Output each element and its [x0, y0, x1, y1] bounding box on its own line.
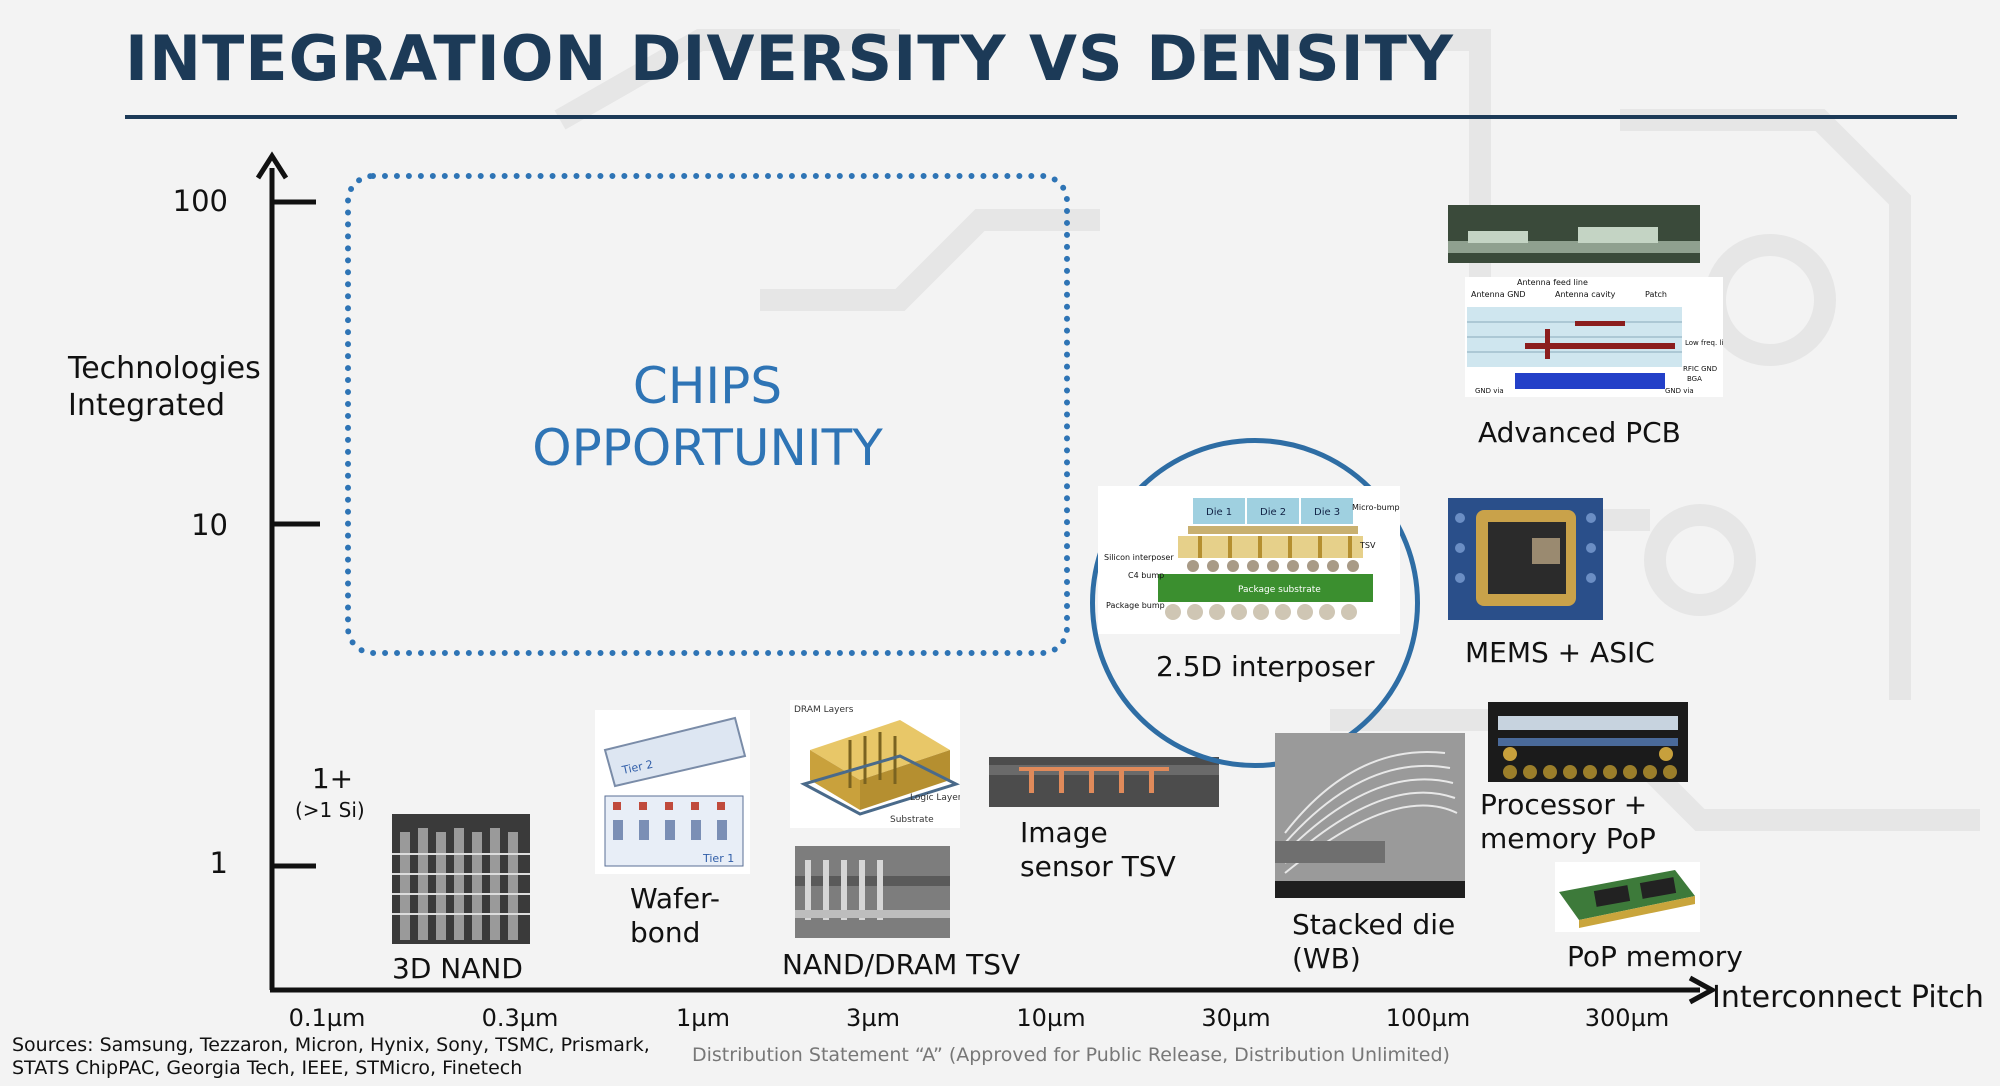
tech-label-advanced-pcb: Advanced PCB — [1478, 416, 1681, 449]
page-title: INTEGRATION DIVERSITY VS DENSITY — [125, 22, 1454, 95]
stacked-die-line2: (WB) — [1292, 942, 1361, 975]
chips-opportunity-region — [345, 173, 1070, 656]
tech-label-stacked-die: Stacked die (WB) — [1292, 908, 1455, 976]
pcb-label-feed: Antenna feed line — [1517, 278, 1588, 287]
nand-dram-tsv-image — [795, 846, 950, 938]
interposer-label-tsv: TSV — [1359, 541, 1376, 550]
x-axis-arrowhead — [1688, 975, 1718, 1005]
x-tick-label: 0.3µm — [481, 1004, 559, 1032]
y-tick-label-1: 1 — [209, 846, 228, 880]
tech-label-image-sensor-tsv: Image sensor TSV — [1020, 816, 1176, 884]
y-tick-label-100: 100 — [172, 184, 228, 218]
pcb-label-bga: BGA — [1687, 375, 1702, 383]
sources-footnote: Sources: Samsung, Tezzaron, Micron, Hyni… — [12, 1034, 650, 1079]
tech-label-2-5d-interposer: 2.5D interposer — [1156, 650, 1375, 683]
pcb-label-gndvia-left: GND via — [1475, 387, 1504, 395]
y-note-sub: (>1 Si) — [295, 798, 365, 822]
image-sensor-tsv-image — [989, 757, 1219, 807]
x-tick-label: 3µm — [846, 1004, 900, 1032]
advanced-pcb-diagram: Antenna feed line Antenna GND Antenna ca… — [1465, 277, 1723, 397]
dram-label-substrate: Substrate — [890, 815, 934, 825]
image-sensor-line1: Image — [1020, 816, 1108, 849]
pcb-label-patch: Patch — [1645, 290, 1667, 299]
interposer-label-microbump: Micro-bump — [1352, 503, 1400, 512]
stacked-die-line1: Stacked die — [1292, 908, 1456, 941]
processor-pop-image — [1488, 702, 1688, 782]
tech-label-mems-asic: MEMS + ASIC — [1465, 636, 1655, 669]
tech-label-wafer-bond: Wafer- bond — [630, 882, 720, 950]
region-label-line1: CHIPS — [632, 357, 783, 415]
title-rule — [125, 115, 1957, 119]
y-tick-label-10: 10 — [191, 508, 228, 542]
pcb-label-gndvia-right: GND via — [1665, 387, 1694, 395]
pcb-label-lowfreq: Low freq. line — [1685, 339, 1723, 347]
advanced-pcb-photo — [1448, 205, 1700, 263]
region-label-line2: OPPORTUNITY — [532, 419, 883, 477]
interposer-image: Die 1 Die 2 Die 3 Package substrate Micr… — [1098, 486, 1400, 634]
processor-pop-line2: memory PoP — [1480, 822, 1656, 855]
pcb-label-cavity: Antenna cavity — [1555, 290, 1616, 299]
wafer-bond-image: Tier 2 Tier 1 — [595, 710, 750, 874]
tech-label-nand-dram-tsv: NAND/DRAM TSV — [782, 948, 1021, 981]
dram-label-logic: Logic Layer — [910, 793, 960, 803]
pcb-label-antgnd: Antenna GND — [1471, 290, 1526, 299]
tech-label-processor-pop: Processor + memory PoP — [1480, 788, 1656, 856]
interposer-label-die1: Die 1 — [1206, 507, 1232, 518]
dram-stack-image: DRAM Layers Logic Layer Substrate — [790, 700, 960, 828]
dram-label-layers: DRAM Layers — [794, 705, 854, 715]
interposer-label-die2: Die 2 — [1260, 507, 1286, 518]
x-tick-label: 1µm — [676, 1004, 730, 1032]
highlight-circle — [1090, 438, 1420, 768]
tech-label-pop-memory: PoP memory — [1567, 940, 1743, 973]
pcb-label-rfic: RFIC GND — [1683, 365, 1717, 373]
x-tick-label: 0.1µm — [288, 1004, 366, 1032]
x-tick-label: 100µm — [1385, 1004, 1471, 1032]
3d-nand-image — [392, 814, 530, 944]
y-note-label: 1+ — [311, 762, 354, 795]
image-sensor-line2: sensor TSV — [1020, 850, 1176, 883]
y-axis-title: Technologies Integrated — [68, 351, 261, 423]
x-tick-label: 300µm — [1584, 1004, 1670, 1032]
stacked-die-image — [1275, 733, 1465, 898]
chips-opportunity-label: CHIPS OPPORTUNITY — [345, 355, 1070, 479]
x-tick-label: 10µm — [1016, 1004, 1086, 1032]
interposer-label-c4: C4 bump — [1128, 571, 1164, 580]
y-axis-arrowhead — [255, 151, 289, 180]
distribution-statement: Distribution Statement “A” (Approved for… — [692, 1044, 1450, 1066]
pop-memory-image — [1555, 862, 1700, 932]
wafer-bond-line1: Wafer- — [630, 882, 720, 915]
tech-label-3d-nand: 3D NAND — [392, 952, 523, 985]
interposer-label-pkgbump: Package bump — [1106, 601, 1165, 610]
x-tick-label: 30µm — [1201, 1004, 1271, 1032]
interposer-label-die3: Die 3 — [1314, 507, 1340, 518]
processor-pop-line1: Processor + — [1480, 788, 1648, 821]
interposer-label-substrate: Package substrate — [1238, 585, 1321, 595]
wafer-bond-line2: bond — [630, 916, 701, 949]
mems-asic-image — [1448, 498, 1603, 620]
interposer-label-si: Silicon interposer — [1104, 553, 1174, 562]
x-axis-title: Interconnect Pitch — [1712, 980, 1984, 1015]
wafer-label-tier1: Tier 1 — [702, 852, 734, 865]
